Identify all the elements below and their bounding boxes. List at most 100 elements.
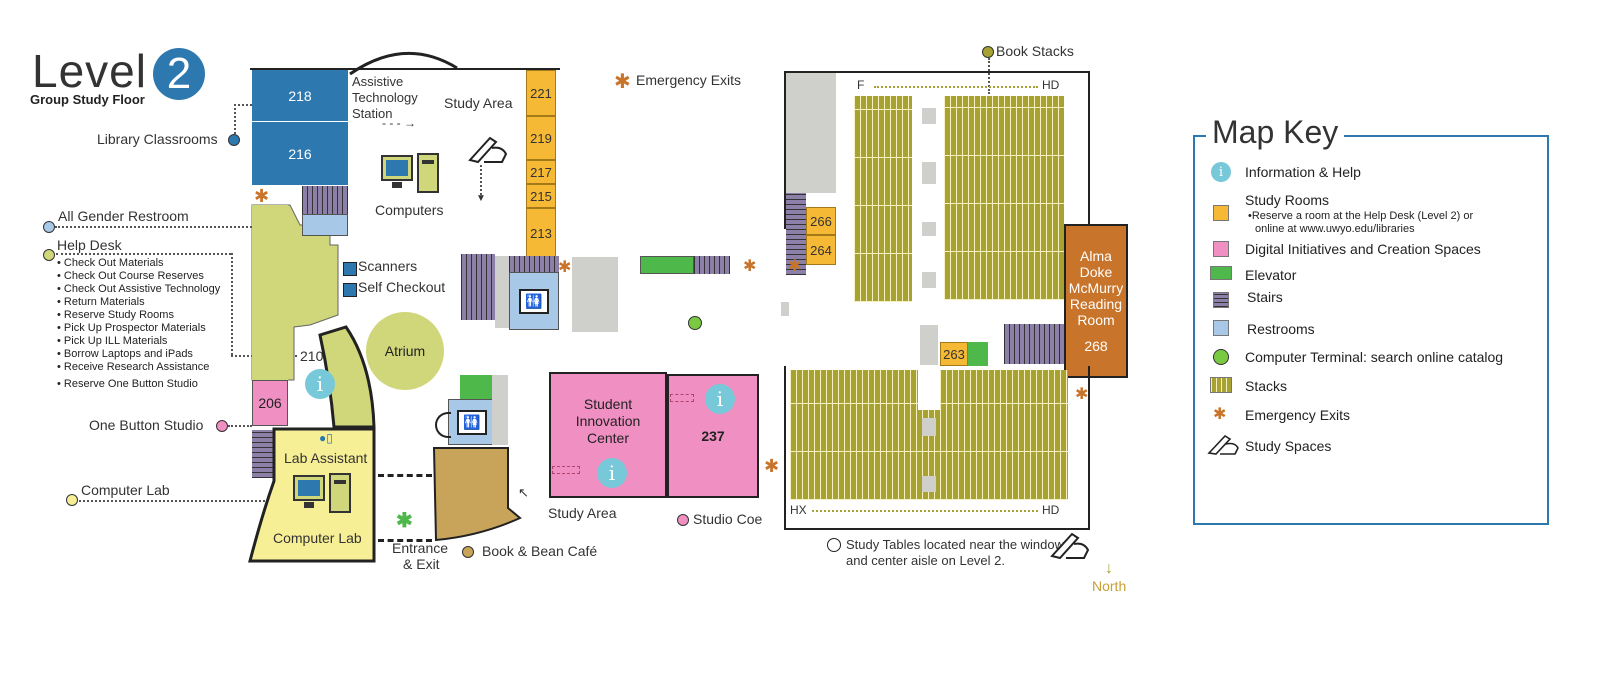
map-key-title: Map Key: [1206, 114, 1345, 151]
emergency-exit-east: ✱: [788, 256, 802, 275]
assistive-tech-label-1: Assistive: [352, 74, 404, 89]
entrance-label-2: & Exit: [403, 556, 440, 572]
emergency-exit-northeast: ✱: [1075, 384, 1089, 403]
room-218[interactable]: 218: [252, 70, 348, 122]
sic-label-1: Student: [583, 396, 633, 412]
key-study-rooms-label: Study Rooms: [1245, 192, 1330, 208]
room-263[interactable]: 263: [940, 342, 968, 366]
reading-label-5: Room: [1077, 312, 1115, 328]
restroom-south-icon: 🚻: [457, 409, 487, 435]
help-desk-list-item: • Reserve Study Rooms: [57, 309, 174, 321]
key-digital-swatch: [1213, 241, 1229, 257]
stairs-corridor: [694, 256, 730, 274]
key-elevator-label: Elevator: [1245, 267, 1297, 283]
map-key-panel: [1193, 135, 1549, 525]
room-215[interactable]: 215: [526, 184, 556, 208]
book-bean-label: Book & Bean Café: [482, 543, 598, 559]
computer-lab-label: Computer Lab: [81, 482, 170, 498]
help-desk-marker: [43, 249, 55, 261]
book-stacks-label: Book Stacks: [996, 43, 1074, 59]
reading-room-268[interactable]: Alma Doke McMurry Reading Room 268: [1064, 224, 1128, 378]
west-wall: [250, 68, 560, 70]
restroom-marker: [43, 221, 55, 233]
study-area-bottom-arrow: ↖: [518, 485, 529, 500]
help-desk-list-item: • Pick Up ILL Materials: [57, 335, 168, 347]
north-label: North: [1092, 578, 1127, 594]
table-4: [922, 272, 936, 288]
stairs-north-strip: [509, 256, 559, 272]
stack-range-hx: HX: [790, 503, 807, 517]
key-digital-label: Digital Initiatives and Creation Spaces: [1245, 241, 1481, 257]
library-classrooms-marker: [228, 134, 240, 146]
east-wall-south: [784, 366, 1090, 530]
key-stairs-icon: [1213, 292, 1229, 308]
study-tables-marker: [827, 538, 841, 552]
info-icon-237[interactable]: i: [705, 384, 735, 414]
studio-coe-marker: [677, 514, 689, 526]
help-desk-list-item: • Borrow Laptops and iPads: [57, 348, 193, 360]
stairs-east: [786, 193, 806, 275]
key-info-label: Information & Help: [1245, 164, 1361, 180]
computer-terminal[interactable]: [688, 316, 702, 330]
key-study-spaces-label: Study Spaces: [1245, 438, 1332, 454]
room-221[interactable]: 221: [526, 70, 556, 116]
info-icon-sic[interactable]: i: [597, 458, 627, 488]
room-210-label[interactable]: 210: [300, 348, 324, 364]
assistive-tech-arrow: - - - →: [382, 116, 416, 130]
scanners-label: Scanners: [358, 258, 418, 274]
level-subtitle: Group Study Floor: [30, 92, 145, 107]
stacks-north-west: [854, 96, 912, 302]
entrance-arc: [349, 51, 458, 76]
study-space-icon: [468, 136, 508, 164]
sic-desk: [552, 466, 580, 474]
service-east: [786, 73, 836, 193]
all-gender-restroom-label: All Gender Restroom: [58, 208, 189, 224]
room-264[interactable]: 264: [806, 235, 836, 265]
entrance-marker[interactable]: ✱: [396, 510, 413, 532]
elevator-east: [968, 342, 988, 366]
key-stacks-swatch: [1210, 377, 1232, 393]
room-219[interactable]: 219: [526, 116, 556, 160]
emergency-exit-central: ✱: [558, 257, 572, 276]
key-study-rooms-swatch: [1213, 205, 1229, 221]
key-study-note-1: •Reserve a room at the Help Desk (Level …: [1248, 210, 1474, 222]
room-216[interactable]: 216: [252, 122, 348, 185]
key-study-spaces-icon: [1207, 434, 1239, 455]
computer-lab-room-label: Computer Lab: [273, 530, 362, 546]
restroom-central: 🚻: [509, 272, 559, 330]
stairs-southwest: [252, 430, 276, 478]
reading-label-2: Doke: [1079, 264, 1113, 280]
reading-label-4: Reading: [1069, 296, 1123, 312]
computer-lab-marker: [66, 494, 78, 506]
room-217[interactable]: 217: [526, 160, 556, 184]
table-1: [922, 108, 936, 124]
stack-range-f: F: [857, 78, 865, 92]
study-area-top-label: Study Area: [444, 95, 513, 111]
desk-237: [670, 394, 694, 402]
one-button-studio-marker: [216, 420, 228, 432]
self-checkout-label: Self Checkout: [358, 279, 446, 295]
level-title: Level: [32, 45, 147, 97]
lab-assistant-icon: ●▯: [319, 431, 333, 445]
key-study-note-2: online at www.uwyo.edu/libraries: [1255, 223, 1415, 235]
table-3: [922, 222, 936, 236]
library-classrooms-label: Library Classrooms: [97, 131, 218, 147]
restroom-south: 🚻: [448, 399, 496, 445]
info-icon-help-desk[interactable]: i: [305, 369, 335, 399]
room-266[interactable]: 266: [806, 207, 836, 235]
reading-label-3: McMurry: [1068, 280, 1124, 296]
lab-assistant-label: Lab Assistant: [284, 450, 368, 466]
help-desk-label: Help Desk: [57, 237, 122, 253]
key-stacks-label: Stacks: [1245, 378, 1288, 394]
book-bean-cafe: [432, 447, 522, 542]
room-213[interactable]: 213: [526, 208, 556, 258]
room-206[interactable]: 206: [252, 380, 288, 426]
sic-label-2: Innovation: [575, 413, 641, 429]
study-tables-text-1: Study Tables located near the windows: [846, 537, 1071, 552]
reading-label-1: Alma: [1080, 248, 1112, 264]
book-bean-marker: [462, 546, 474, 558]
key-terminal-dot: [1213, 349, 1229, 365]
elevator-south: [460, 375, 492, 399]
service-strip-south: [492, 375, 508, 445]
stairs-central: [461, 254, 495, 320]
